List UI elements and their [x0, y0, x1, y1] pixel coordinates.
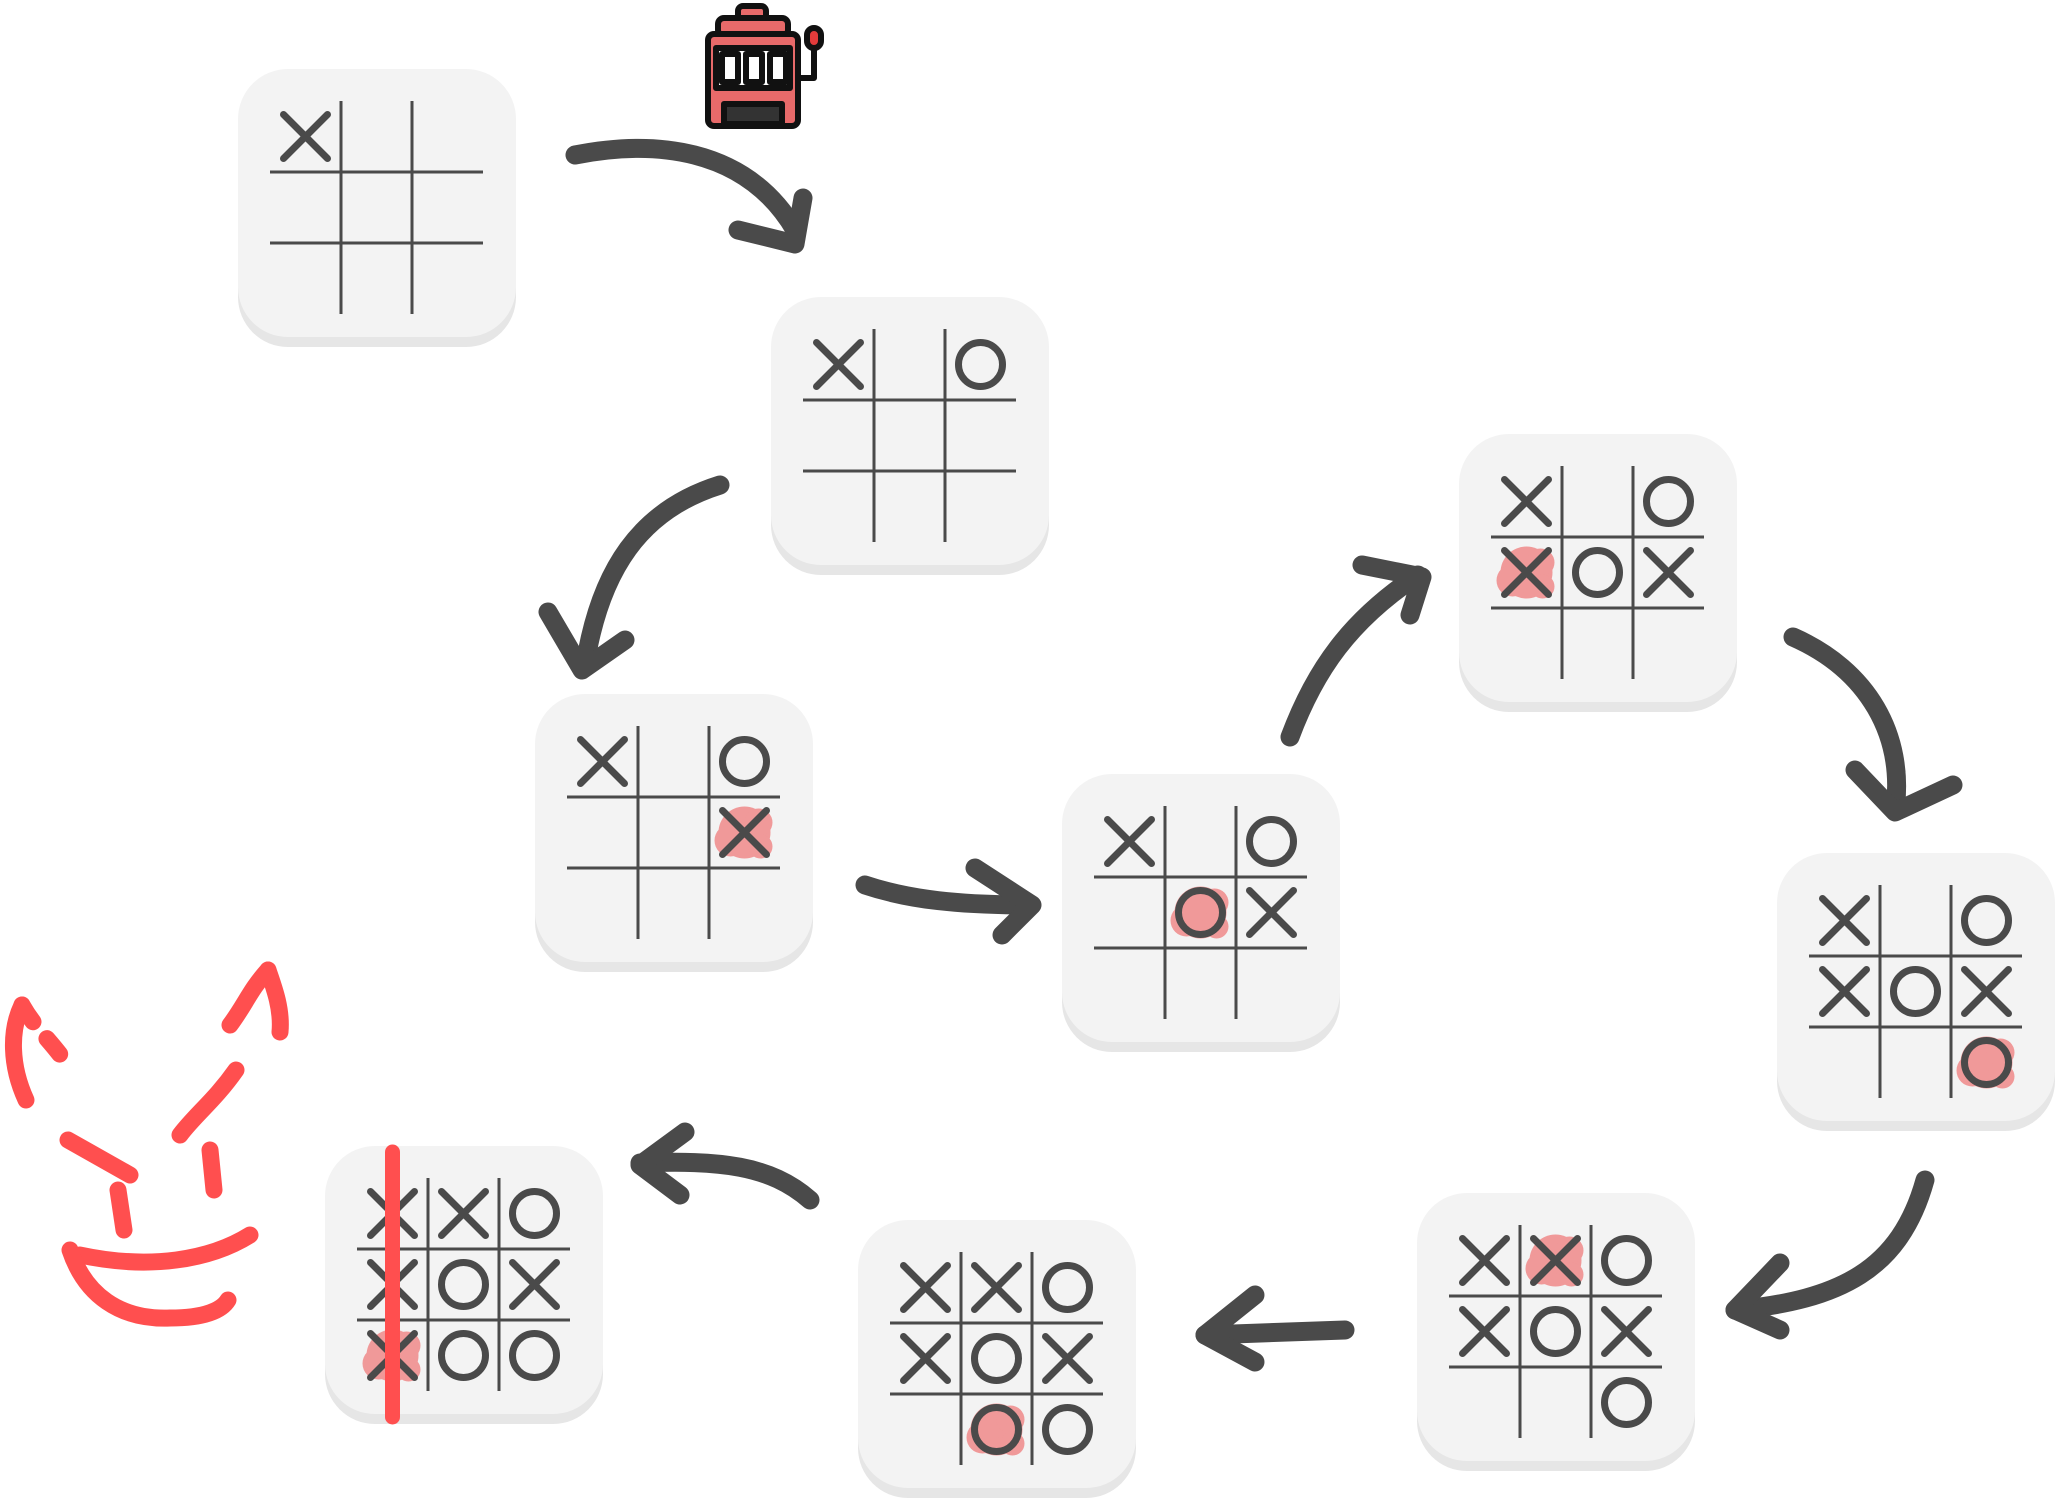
o-mark: [1572, 547, 1623, 598]
arrow-3-to-4: [855, 875, 1040, 915]
o-mark: [1601, 1235, 1652, 1286]
x-mark: [1643, 547, 1694, 598]
arrow-4-to-5: [1280, 565, 1428, 747]
o-mark: [438, 1330, 489, 1381]
o-mark: [1601, 1377, 1652, 1428]
board-move-1: [238, 69, 516, 347]
x-mark: [577, 736, 628, 787]
x-mark: [1042, 1333, 1093, 1384]
arrow-8-to-9: [630, 1152, 820, 1210]
arrow-5-to-6-head: [1845, 760, 1963, 822]
arrow-2-to-3: [575, 475, 730, 675]
arrow-3-to-4-head: [965, 858, 1042, 945]
x-mark: [1601, 1306, 1652, 1357]
o-mark: [438, 1259, 489, 1310]
arrow-1-to-2-head: [728, 188, 813, 254]
x-mark: [1961, 966, 2012, 1017]
board-move-9-final: [325, 1144, 603, 1425]
x-mark: [1459, 1306, 1510, 1357]
board-move-6: [1777, 853, 2055, 1131]
grid-lines: [1449, 1225, 1662, 1438]
o-mark: [719, 736, 770, 787]
o-mark: [1042, 1262, 1093, 1313]
x-mark: [900, 1262, 951, 1313]
grid-lines: [567, 726, 780, 939]
x-mark: [900, 1333, 951, 1384]
arrow-2-to-3-head: [538, 602, 635, 680]
o-mark: [1961, 895, 2012, 946]
o-mark: [1175, 887, 1226, 938]
devil-face-doodle: [4, 961, 289, 1327]
o-mark: [509, 1330, 560, 1381]
board-move-4: [1062, 774, 1340, 1052]
x-mark: [813, 339, 864, 390]
arrow-7-to-8: [1195, 1320, 1355, 1345]
x-mark: [438, 1188, 489, 1239]
grid-lines: [803, 329, 1016, 542]
x-mark: [1530, 1235, 1581, 1286]
x-mark: [719, 807, 770, 858]
o-mark: [971, 1404, 1022, 1455]
x-mark: [280, 111, 331, 162]
x-mark: [971, 1262, 1022, 1313]
x-mark: [1819, 966, 1870, 1017]
x-mark: [1819, 895, 1870, 946]
o-mark: [1246, 816, 1297, 867]
board-card: [1417, 1193, 1695, 1461]
grid-lines: [890, 1252, 1103, 1465]
arrow-5-to-6: [1783, 627, 1907, 820]
board-card: [238, 69, 516, 337]
x-mark: [1501, 476, 1552, 527]
arrow-7-to-8-head: [1195, 1285, 1265, 1372]
board-move-5: [1459, 434, 1737, 712]
o-mark: [1530, 1306, 1581, 1357]
o-mark: [955, 339, 1006, 390]
x-mark: [1246, 887, 1297, 938]
grid-lines: [270, 101, 483, 314]
o-mark: [971, 1333, 1022, 1384]
arrow-6-to-7: [1725, 1170, 1935, 1320]
board-move-7: [1417, 1193, 1695, 1471]
o-mark: [509, 1188, 560, 1239]
x-mark: [1459, 1235, 1510, 1286]
o-mark: [1643, 476, 1694, 527]
grid-lines: [1809, 885, 2022, 1098]
arrow-6-to-7-head: [1725, 1253, 1790, 1340]
board-card: [771, 297, 1049, 565]
grid-lines: [1094, 806, 1307, 1019]
o-mark: [1042, 1404, 1093, 1455]
board-move-3: [535, 694, 813, 972]
slot-machine-icon: [705, 3, 824, 129]
x-mark: [1104, 816, 1155, 867]
x-mark: [1501, 547, 1552, 598]
board-move-8: [858, 1220, 1136, 1498]
arrow-1-to-2: [565, 138, 805, 240]
arrow-8-to-9-head: [630, 1122, 695, 1205]
o-mark: [1961, 1037, 2012, 1088]
arrow-4-to-5-head: [1352, 555, 1432, 625]
board-card: [1459, 434, 1737, 702]
grid-lines: [1491, 466, 1704, 679]
x-mark: [509, 1259, 560, 1310]
board-move-2: [771, 297, 1049, 575]
o-mark: [1890, 966, 1941, 1017]
